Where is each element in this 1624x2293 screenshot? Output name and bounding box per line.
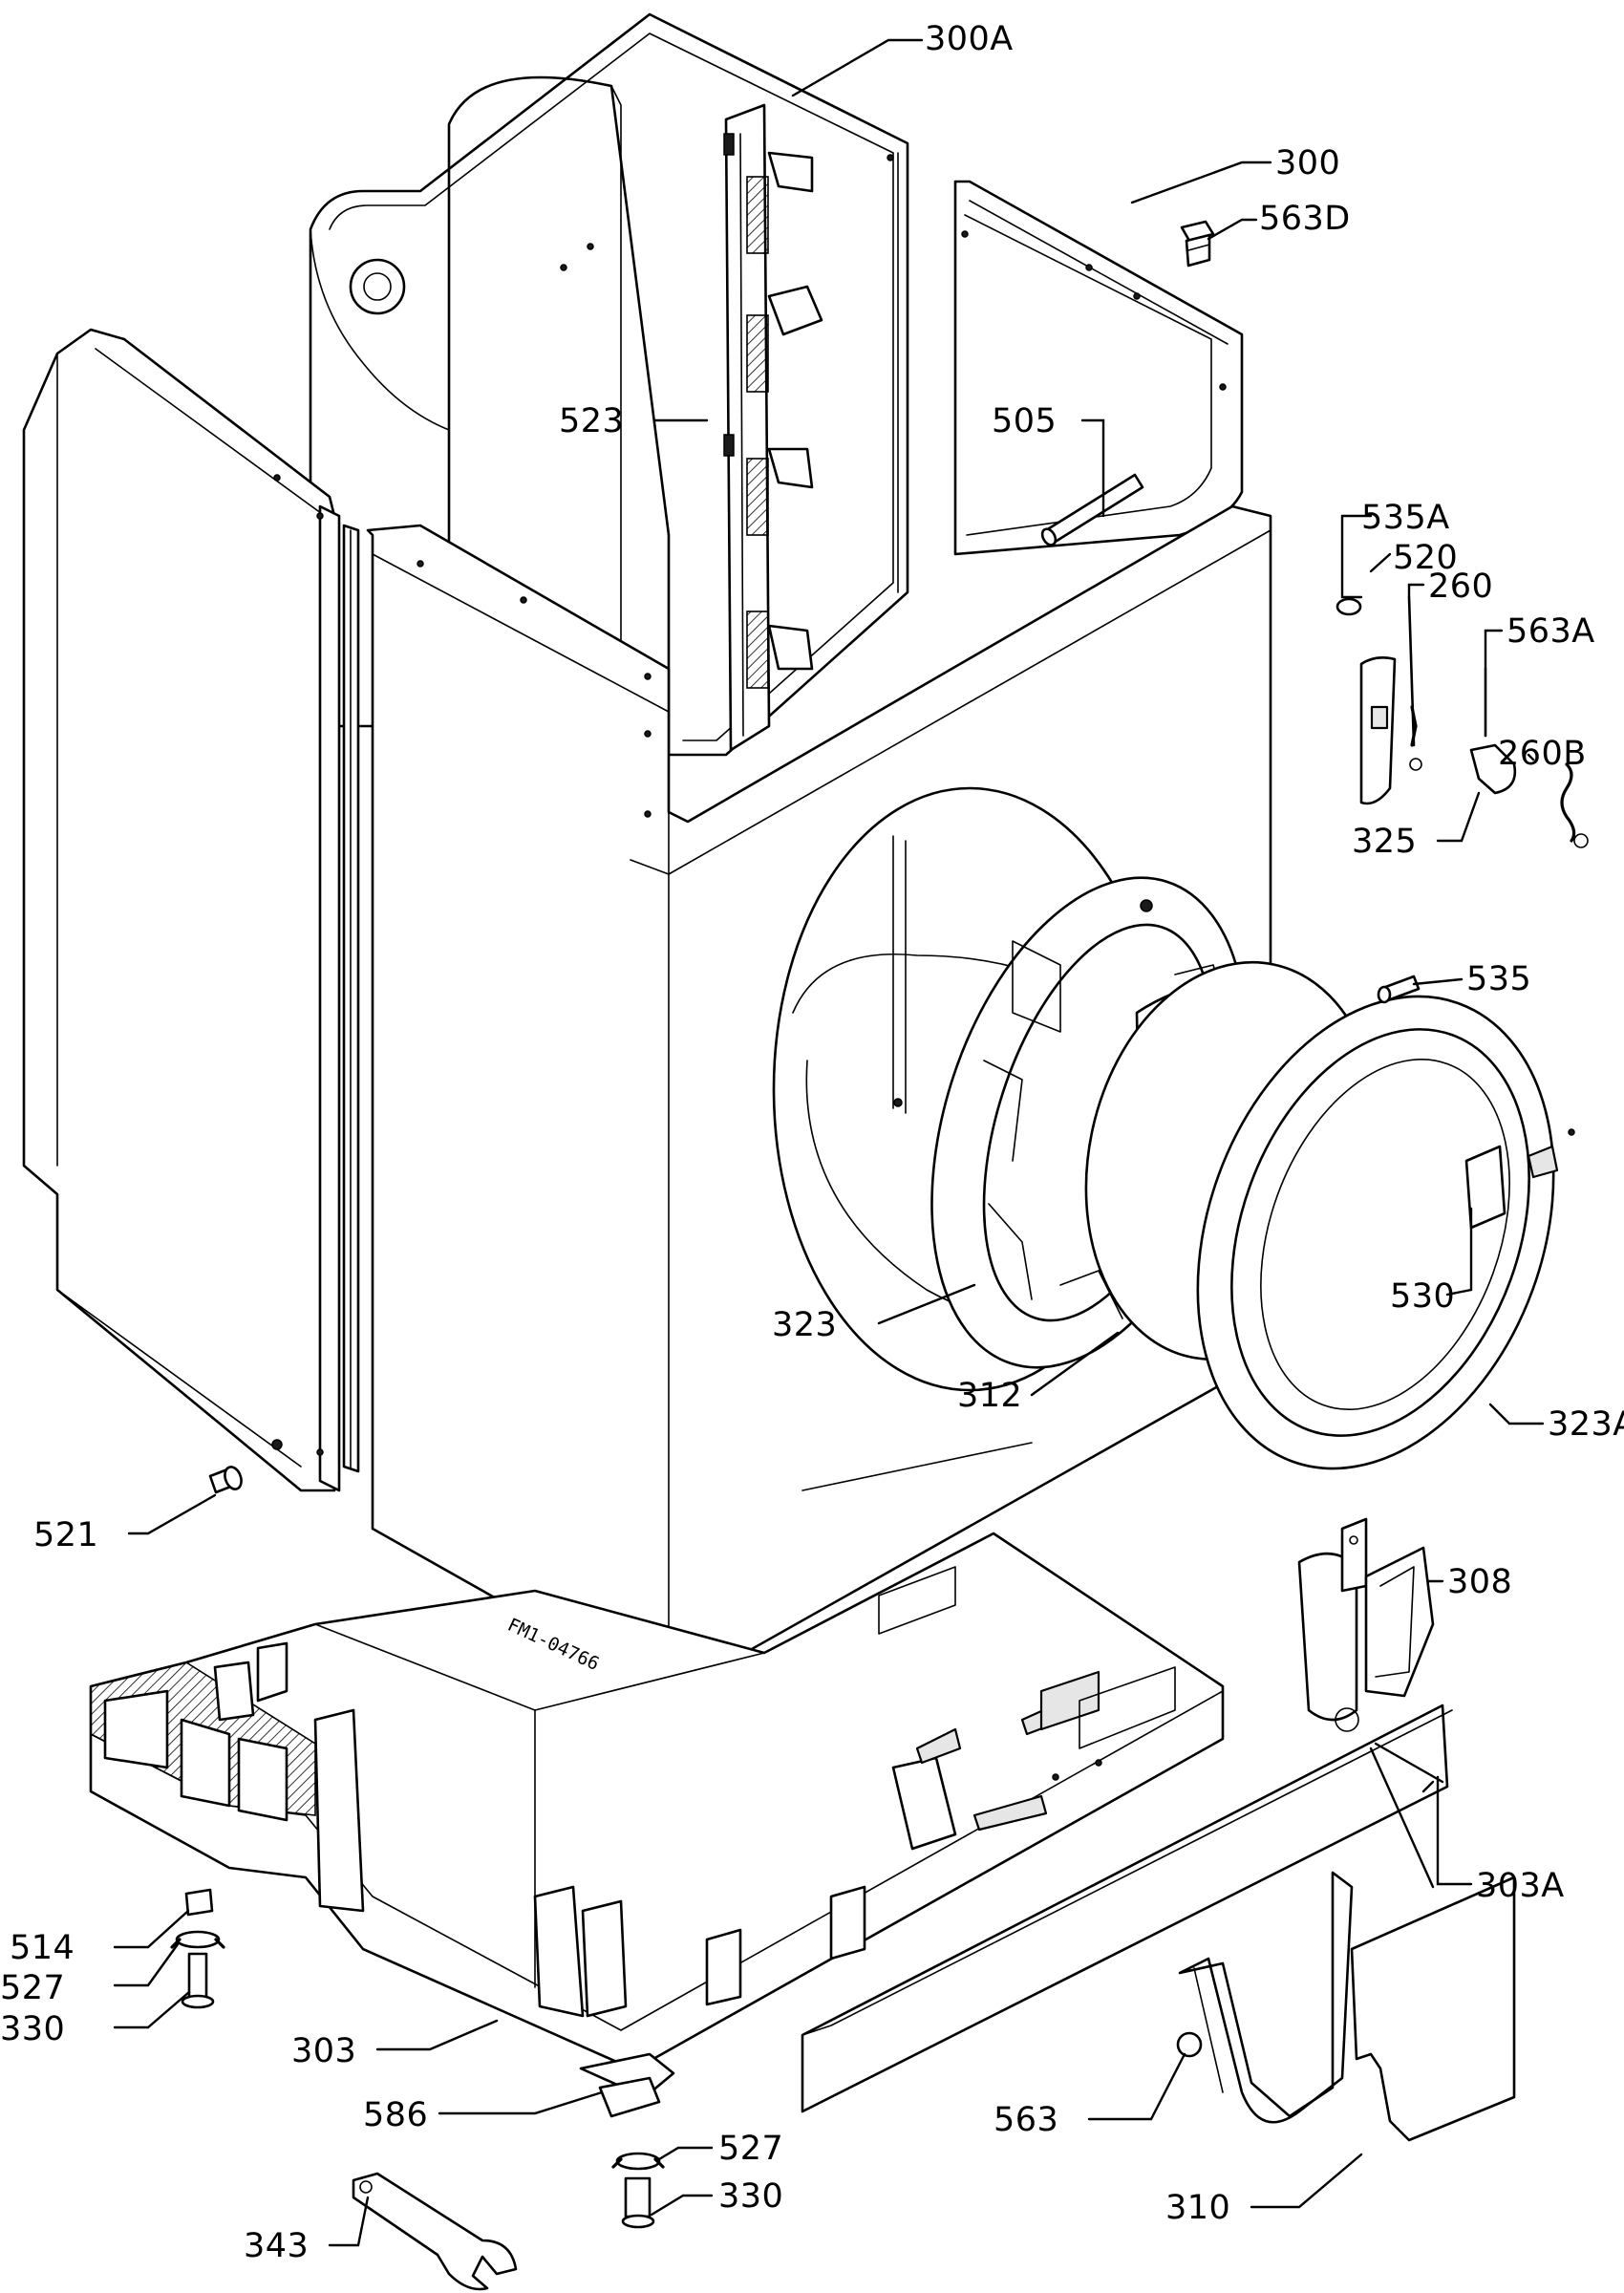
door-assembly bbox=[1084, 960, 1575, 1470]
callout-527-left: 527 bbox=[0, 1969, 65, 2007]
callout-323A: 323A bbox=[1548, 1405, 1624, 1444]
callout-563D: 563D bbox=[1259, 200, 1351, 238]
foot-left bbox=[170, 1888, 225, 2009]
callout-labels: 300A 300 563D 523 505 535A 520 260 563A … bbox=[0, 20, 1624, 2265]
callout-343: 343 bbox=[244, 2227, 309, 2265]
callout-300: 300 bbox=[1275, 144, 1340, 182]
callout-325: 325 bbox=[1352, 823, 1417, 861]
callout-535: 535 bbox=[1466, 960, 1531, 998]
rear-mounting-rail bbox=[723, 103, 823, 752]
callout-312: 312 bbox=[957, 1377, 1022, 1415]
callout-563: 563 bbox=[994, 2101, 1058, 2139]
callout-523: 523 bbox=[559, 402, 624, 440]
callout-323: 323 bbox=[772, 1306, 837, 1344]
callout-514: 514 bbox=[10, 1929, 75, 1967]
callout-310: 310 bbox=[1165, 2189, 1230, 2227]
callout-308: 308 bbox=[1447, 1563, 1512, 1601]
callout-260: 260 bbox=[1428, 568, 1493, 606]
callout-505: 505 bbox=[992, 402, 1057, 440]
callout-303: 303 bbox=[291, 2032, 356, 2070]
callout-330-right: 330 bbox=[718, 2177, 783, 2216]
left-side-strip bbox=[342, 524, 360, 1473]
clip-563d bbox=[1180, 220, 1215, 268]
callout-586: 586 bbox=[363, 2096, 428, 2134]
service-flap bbox=[1176, 1871, 1516, 2142]
callout-530: 530 bbox=[1390, 1277, 1455, 1316]
callout-300A: 300A bbox=[925, 20, 1014, 58]
spanner-wrench bbox=[352, 2172, 518, 2291]
callout-520: 520 bbox=[1393, 539, 1458, 577]
hinge-bracket bbox=[1297, 1517, 1435, 1732]
base-frame: FM1-04766 bbox=[89, 1532, 1225, 2066]
callout-563A: 563A bbox=[1506, 612, 1595, 651]
screw-521 bbox=[208, 1466, 243, 1494]
pin-505 bbox=[1040, 473, 1144, 546]
foot-right bbox=[579, 2052, 675, 2229]
pin-535 bbox=[1377, 975, 1421, 1004]
callout-527-right: 527 bbox=[718, 2130, 783, 2168]
front-kick-plate bbox=[801, 1704, 1453, 2113]
left-side-panel bbox=[22, 328, 341, 1492]
callout-535A: 535A bbox=[1361, 499, 1450, 537]
leader-lines bbox=[113, 38, 1545, 2247]
callout-260B: 260B bbox=[1498, 735, 1587, 773]
callout-303A: 303A bbox=[1476, 1867, 1565, 1905]
door-hinge-parts bbox=[1336, 595, 1589, 848]
callout-330-left: 330 bbox=[0, 2010, 65, 2048]
callout-521: 521 bbox=[33, 1516, 98, 1554]
